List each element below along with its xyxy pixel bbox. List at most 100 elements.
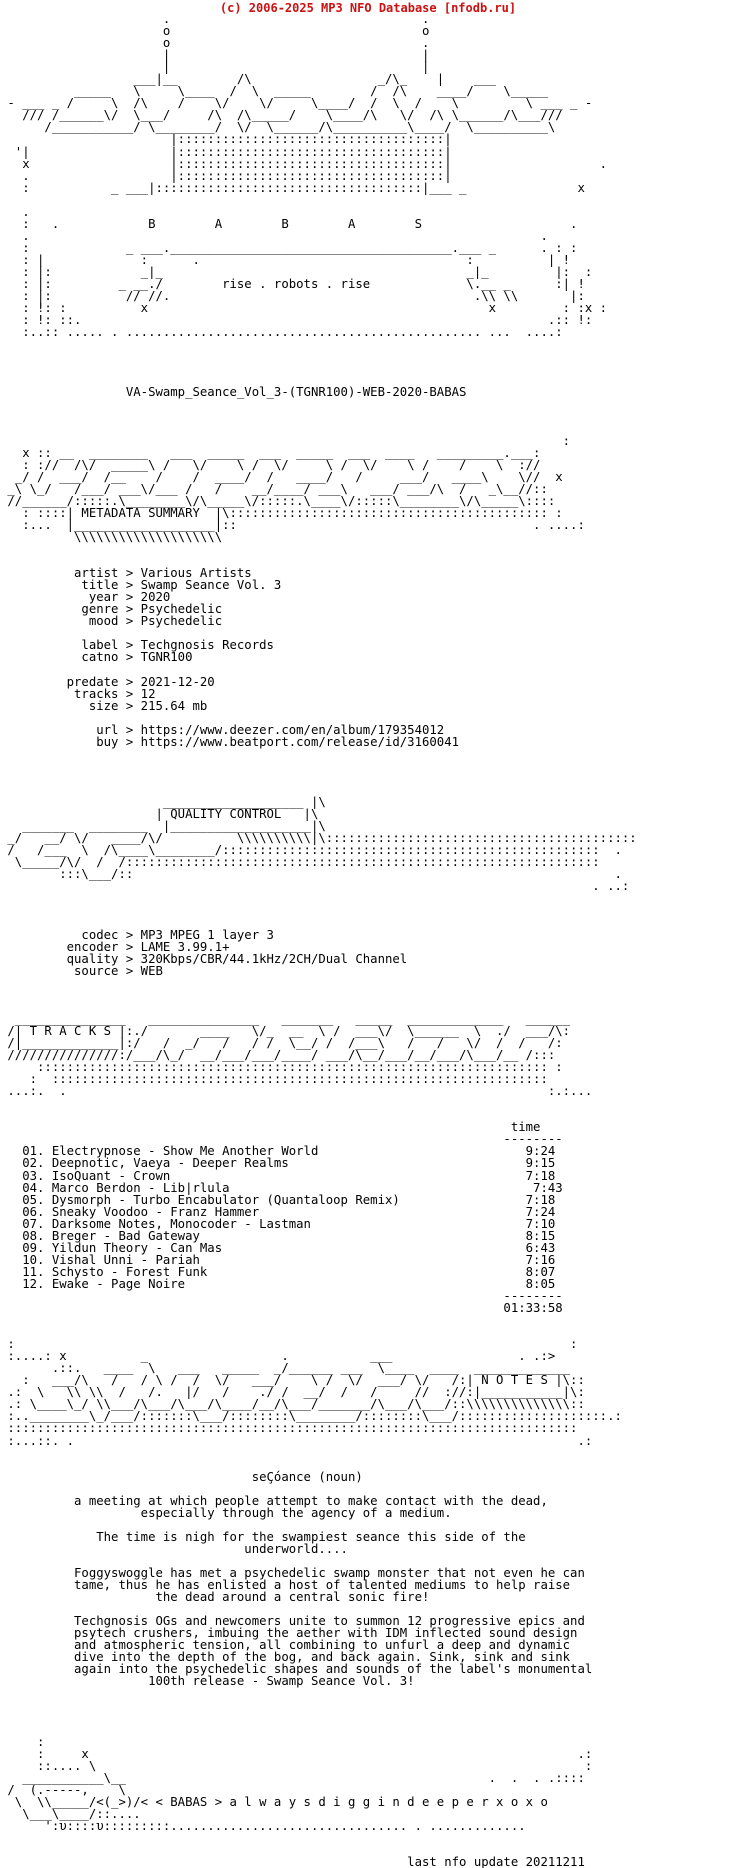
nfo-line: / /___ \ /\____\________/:::::::::::::::… bbox=[0, 843, 622, 858]
nfo-line: artist > Various Artists bbox=[0, 566, 252, 581]
nfo-line: : |: _ __./ rise . robots . rise \.__ _ … bbox=[0, 277, 585, 292]
nfo-line: 02. Deepnotic, Vaeya - Deeper Realms 9:1… bbox=[0, 1156, 556, 1171]
nfo-line bbox=[0, 712, 736, 724]
nfo-line: 04. Marco Berdon - Lib|rlula 7:43 bbox=[0, 1180, 563, 1195]
nfo-line: : |: // //. .\\ \\ |: bbox=[0, 289, 585, 304]
nfo-line bbox=[0, 664, 736, 676]
nfo-line bbox=[0, 338, 736, 350]
copyright-header[interactable]: (c) 2006-2025 MP3 NFO Database [nfodb.ru… bbox=[219, 1, 517, 15]
nfo-line bbox=[0, 1459, 736, 1471]
nfo-line: \___\____/::.... bbox=[0, 1806, 141, 1821]
nfo-line: - ___ _ / \ /\ / \/ \/ \____/ / \ / \ \ … bbox=[0, 96, 593, 111]
nfo-line: . . bbox=[0, 228, 548, 243]
nfo-line: source > WEB bbox=[0, 963, 163, 978]
nfo-line: ::.... \ : bbox=[0, 1758, 593, 1773]
nfo-line bbox=[0, 1314, 736, 1326]
nfo-line: quality > 320Kbps/CBR/44.1kHz/2CH/Dual C… bbox=[0, 951, 408, 966]
nfo-line: : _ ___.________________________________… bbox=[0, 240, 578, 255]
nfo-line: : bbox=[0, 433, 571, 448]
nfo-line: :....: x _ . ___ . .:> bbox=[0, 1349, 556, 1364]
nfo-line bbox=[0, 1844, 736, 1856]
nfo-line: 01:33:58 bbox=[0, 1301, 563, 1316]
nfo-line bbox=[0, 423, 736, 435]
nfo-line bbox=[0, 1832, 736, 1844]
nfo-body: . . o o o . | bbox=[0, 13, 736, 1868]
nfo-line: : . B A B A S . bbox=[0, 216, 578, 231]
nfo-line: : bbox=[0, 1734, 45, 1749]
nfo-line: : _ ___|::::::::::::::::::::::::::::::::… bbox=[0, 180, 585, 195]
nfo-line: :..:: ..... . ..........................… bbox=[0, 325, 563, 340]
nfo-line: _______________ _______________ _______ … bbox=[0, 1011, 571, 1026]
nfo-line: . |::::::::::::::::::::::::::::::::::::| bbox=[0, 168, 452, 183]
nfo-line: 12. Ewake - Page Noire 8:05 bbox=[0, 1276, 556, 1291]
nfo-line: : | : . : | ! bbox=[0, 252, 571, 267]
nfo-line: | QUALITY CONTROL |\ bbox=[0, 807, 319, 822]
nfo-line: //______/:::::.\________\/\_____\/:::::.… bbox=[0, 493, 556, 508]
nfo-line: seÇóance (noun) bbox=[0, 1469, 363, 1484]
nfo-line: :...::. . .: bbox=[0, 1433, 593, 1448]
nfo-line: . ..: bbox=[0, 879, 630, 894]
nfo-line: \ \\_____/<(_>)/< < BABAS > a l w a y s … bbox=[0, 1794, 548, 1809]
nfo-line: tracks > 12 bbox=[0, 686, 156, 701]
nfo-line: o . bbox=[0, 36, 430, 51]
nfo-line: .: \____\_/ \\___/\___/\___/\____/__/\__… bbox=[0, 1397, 585, 1412]
nfo-line: time bbox=[0, 1120, 541, 1135]
nfo-line bbox=[0, 350, 736, 362]
nfo-line: Foggyswoggle has met a psychedelic swamp… bbox=[0, 1566, 585, 1581]
nfo-line: ///////////////:/___/\_/ __/___/___/____… bbox=[0, 1048, 556, 1063]
nfo-line: -------- bbox=[0, 1288, 563, 1303]
nfo-line: '| |::::::::::::::::::::::::::::::::::::… bbox=[0, 144, 452, 159]
nfo-line: 03. IsoQuant - Crown 7:18 bbox=[0, 1168, 556, 1183]
nfo-line: _/ / ___/ /__ / / ____/ / ____/ / ___/ _… bbox=[0, 469, 563, 484]
nfo-line bbox=[0, 1700, 736, 1712]
nfo-line: : : bbox=[0, 1337, 578, 1352]
nfo-line: : !: ::. .:: !: bbox=[0, 313, 593, 328]
nfo-line: 10. Vishal Unni - Pariah 7:16 bbox=[0, 1252, 556, 1267]
nfo-line: | | bbox=[0, 48, 430, 63]
nfo-line: ...:. . :.:... bbox=[0, 1084, 593, 1099]
nfo-line: psytech crushers, imbuing the aether wit… bbox=[0, 1626, 578, 1641]
nfo-line: last nfo update 20211211 bbox=[0, 1855, 585, 1868]
nfo-line: .::. ____ \ ___ _____ _/______ ___ \____… bbox=[0, 1361, 571, 1376]
nfo-line: .: \ \\ \\ / /. |/ / ./ / __/ / / // ://… bbox=[0, 1385, 585, 1400]
nfo-line: _______ ________ |___________________|\ bbox=[0, 819, 326, 834]
nfo-line: : :// /\/ _____\ / \/ \ / \/ \ / \/ \ / … bbox=[0, 457, 541, 472]
nfo-line: the dead around a central sonic fire! bbox=[0, 1590, 430, 1605]
nfo-line: 05. Dysmorph - Turbo Encabulator (Quanta… bbox=[0, 1192, 556, 1207]
nfo-line: 01. Electrypnose - Show Me Another World… bbox=[0, 1144, 556, 1159]
nfo-line: size > 215.64 mb bbox=[0, 698, 208, 713]
nfo-line bbox=[0, 1447, 736, 1459]
nfo-line: : |: _|_ _|_ |: : bbox=[0, 264, 593, 279]
nfo-line: o o bbox=[0, 24, 430, 39]
nfo-line: predate > 2021-12-20 bbox=[0, 674, 215, 689]
nfo-line: 09. Yildun Theory - Can Mas 6:43 bbox=[0, 1240, 556, 1255]
nfo-line: 06. Sneaky Voodoo - Franz Hammer 7:24 bbox=[0, 1204, 556, 1219]
nfo-line bbox=[0, 362, 736, 374]
nfo-line: . . bbox=[0, 13, 430, 26]
nfo-line: genre > Psychedelic bbox=[0, 602, 223, 617]
nfo-line: underworld.... bbox=[0, 1541, 348, 1556]
nfo-line: label > Techgnosis Records bbox=[0, 638, 274, 653]
nfo-line: 11. Schysto - Forest Funk 8:07 bbox=[0, 1264, 556, 1279]
nfo-line: _____ \ \____ / \ _____ / /\ ____/ \____… bbox=[0, 84, 548, 99]
nfo-line: 08. Breger - Bad Gateway 8:15 bbox=[0, 1228, 556, 1243]
nfo-line: . bbox=[0, 204, 30, 219]
nfo-line: ___________________ |\ bbox=[0, 795, 326, 810]
nfo-line: |::::::::::::::::::::::::::::::::::::| bbox=[0, 132, 452, 147]
nfo-line: :... |___________________|:: . ....: bbox=[0, 517, 585, 532]
nfo-line bbox=[0, 977, 736, 989]
nfo-line: | | bbox=[0, 60, 430, 75]
nfo-line: :::\___/:: . bbox=[0, 867, 622, 882]
nfo-line: : ::::| METADATA SUMMARY |\:::::::::::::… bbox=[0, 505, 563, 520]
nfo-line: x |::::::::::::::::::::::::::::::::::::|… bbox=[0, 156, 608, 171]
nfo-line bbox=[0, 1483, 736, 1495]
nfo-line: _\ \_/ /___/ ___\/___ / / __/____/ ___\ … bbox=[0, 481, 548, 496]
nfo-line: tame, thus he has enlisted a host of tal… bbox=[0, 1578, 571, 1593]
nfo-line: /___________/ \________/ \/ \______/\___… bbox=[0, 120, 556, 135]
nfo-line: title > Swamp Seance Vol. 3 bbox=[0, 578, 282, 593]
nfo-line: /| T R A C K S |:./ ____ \/_ __ \ / ___\… bbox=[0, 1023, 571, 1038]
nfo-line: especially through the agency of a mediu… bbox=[0, 1505, 452, 1520]
nfo-line: : ::::::::::::::::::::::::::::::::::::::… bbox=[0, 1072, 548, 1087]
nfo-line bbox=[0, 1097, 736, 1109]
